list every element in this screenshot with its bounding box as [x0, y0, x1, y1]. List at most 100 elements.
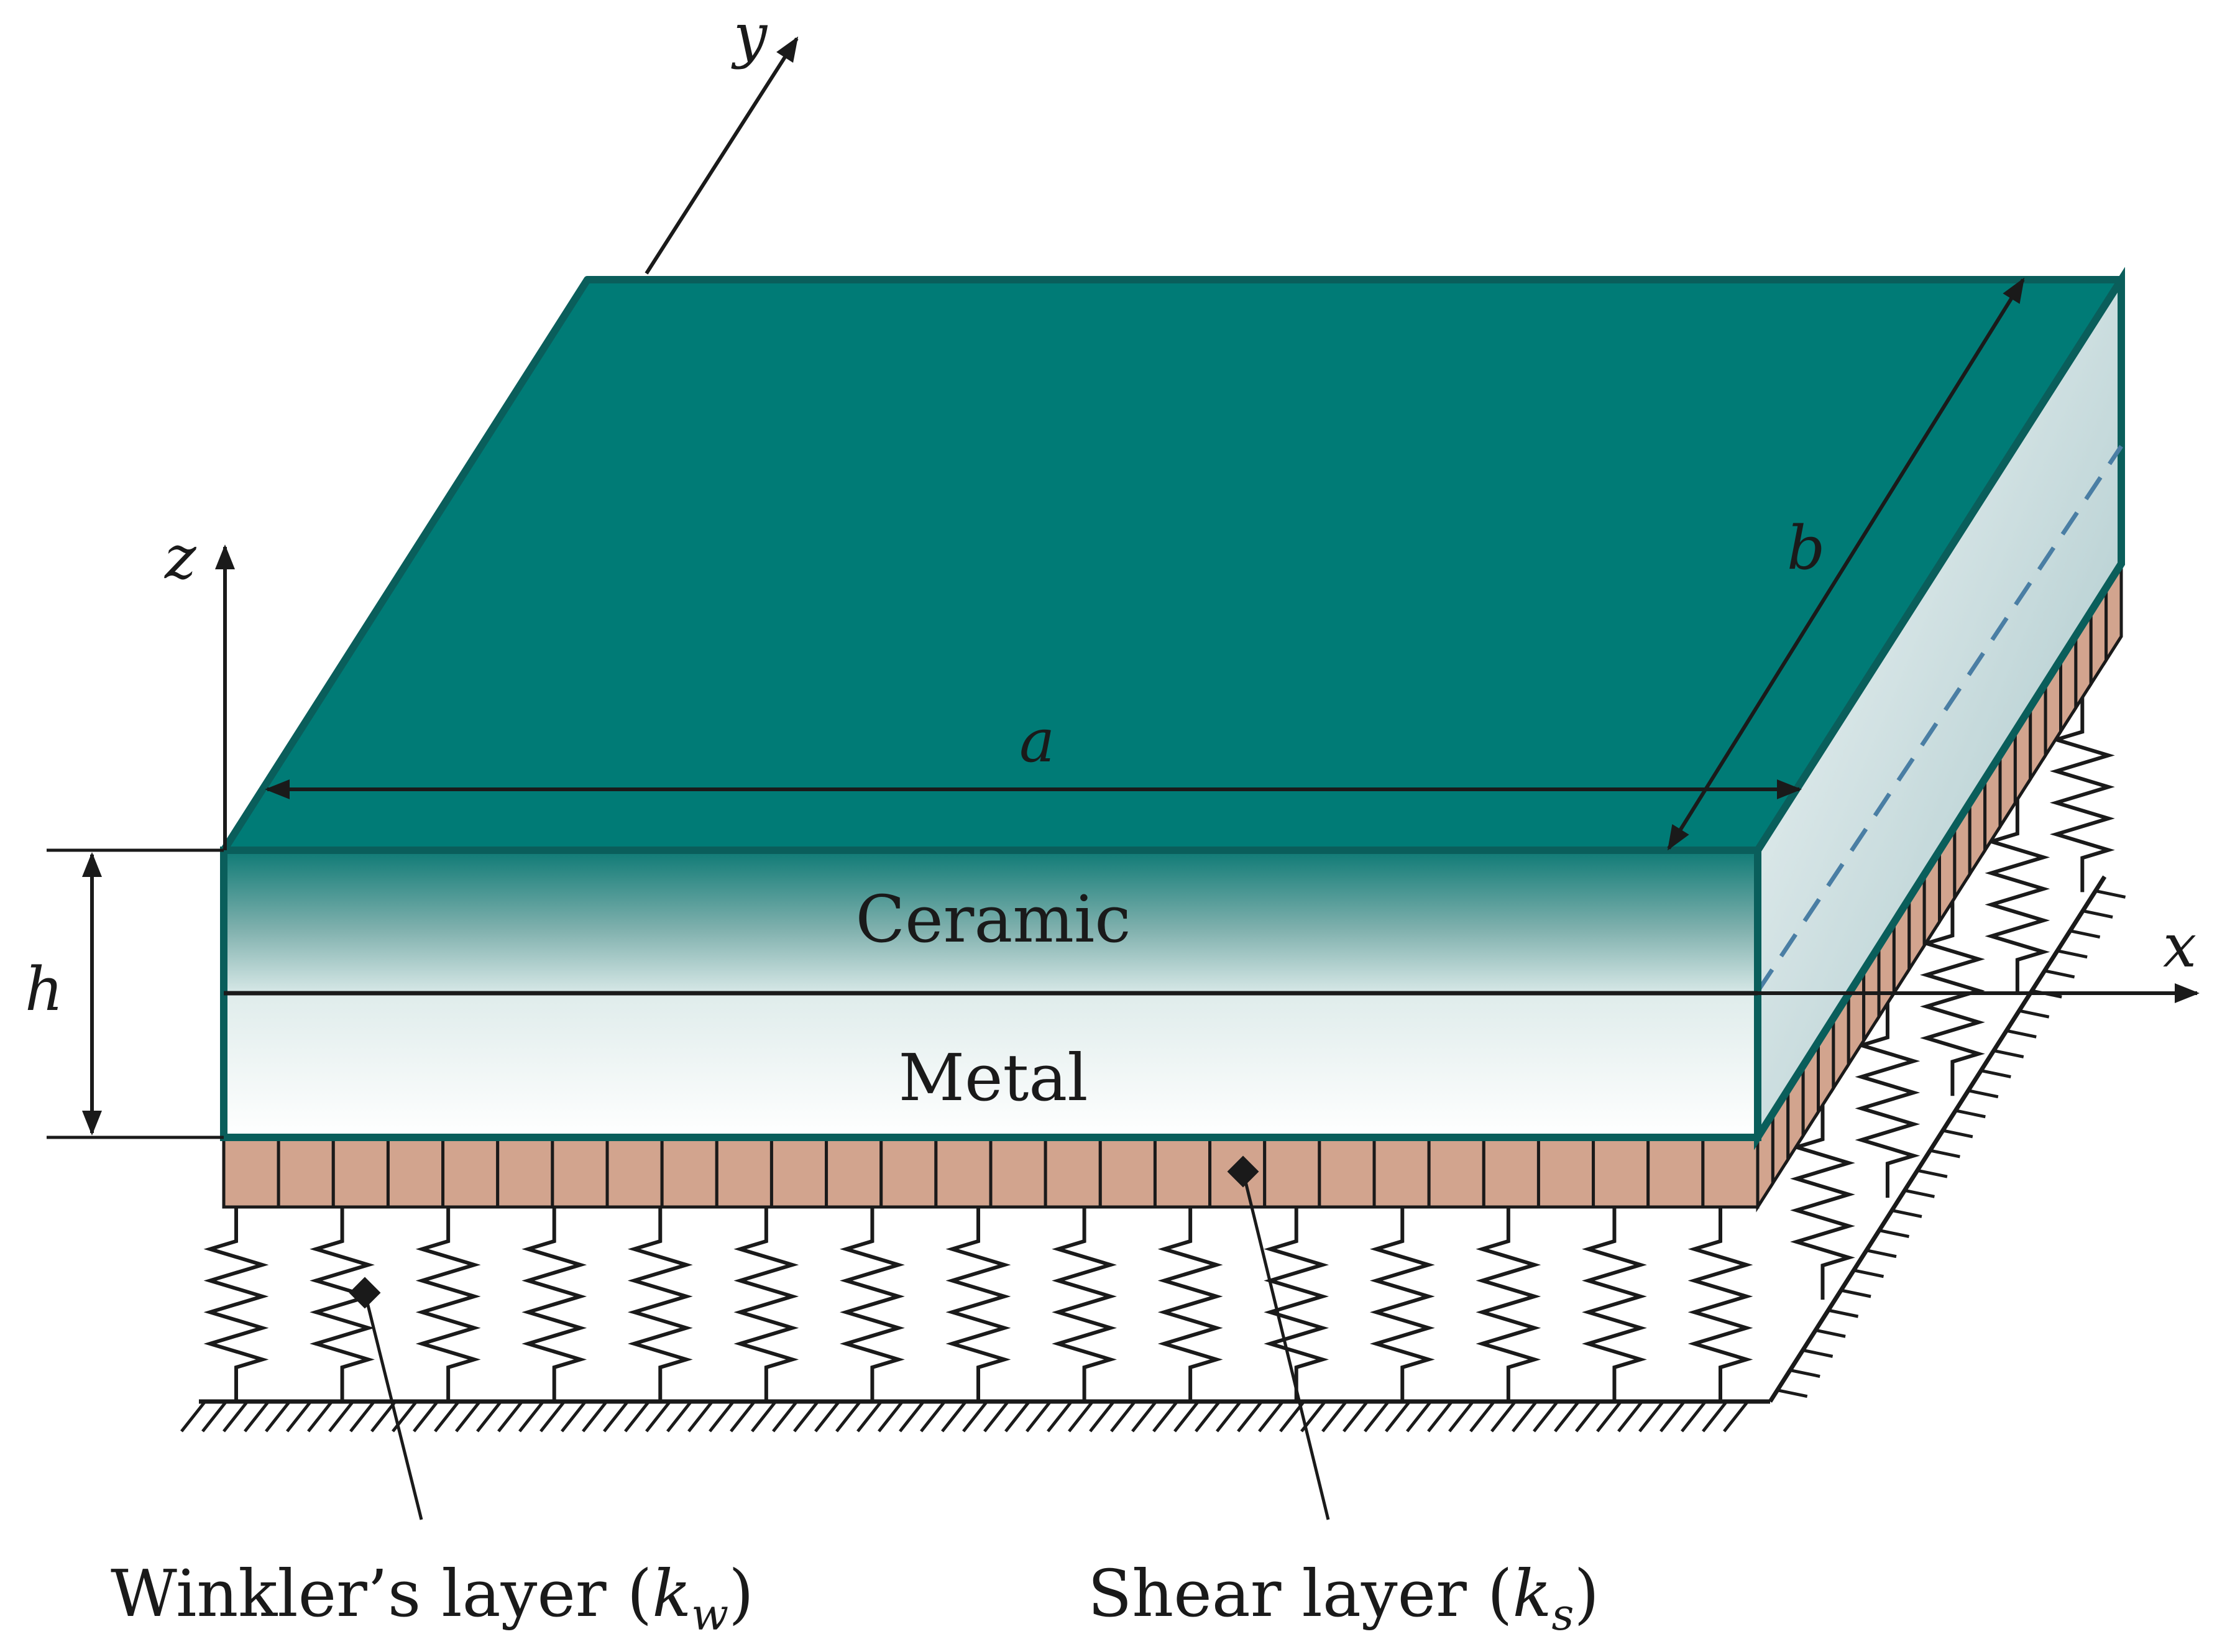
ground-hatch [1596, 1400, 1622, 1433]
ground-hatch [1131, 1400, 1157, 1433]
ground-hatch [709, 1400, 735, 1433]
winkler-side-spring [1855, 1003, 1921, 1198]
dimension-b-label: b [1787, 513, 1825, 583]
ceramic-layer [224, 850, 1758, 993]
ground-side-hatch [1789, 1369, 1820, 1378]
ground-hatch [1638, 1400, 1664, 1433]
shear-leader-marker [1227, 1155, 1259, 1188]
ground-hatch [1533, 1400, 1559, 1433]
ground-hatch [1216, 1400, 1242, 1433]
shear-caption-symbol: k [1512, 1556, 1551, 1631]
shear-layer-block [386, 1136, 445, 1209]
ground-hatch [1681, 1400, 1707, 1433]
ground-side-hatch [1866, 1249, 1897, 1259]
ground-hatch [687, 1400, 714, 1433]
ground-hatch [1469, 1400, 1495, 1433]
ground-hatch [1110, 1400, 1136, 1433]
ground-hatch [286, 1400, 312, 1433]
ground-hatch [1575, 1400, 1601, 1433]
plate-top-face [220, 276, 2125, 854]
ground-side-hatch [1968, 1089, 1999, 1099]
winkler-springs [203, 697, 2115, 1402]
ground-hatch [793, 1400, 819, 1433]
ground-side-hatch [1840, 1288, 1871, 1298]
ground-side-hatch [1802, 1348, 1834, 1358]
shear-layer-block [1263, 1136, 1321, 1209]
ground-hatch [476, 1400, 502, 1433]
y-axis-label: y [731, 1, 768, 70]
midplane-dashed-line [1756, 445, 2123, 993]
ground-side-hatch [1777, 1388, 1808, 1398]
shear-layer-block [277, 1136, 335, 1209]
ground-side-hatch [1993, 1049, 2024, 1058]
ground-hatch [962, 1400, 988, 1433]
ground-hatch [455, 1400, 481, 1433]
ground-hatch [624, 1400, 650, 1433]
ground-side-hatch [1917, 1168, 1948, 1178]
ground-hatch [1026, 1400, 1052, 1433]
winkler-spring [415, 1207, 481, 1402]
winkler-caption-subscript: w [691, 1589, 728, 1640]
ground-hatch [497, 1400, 523, 1433]
shear-layer-block [222, 1136, 280, 1209]
shear-layer-block [660, 1136, 718, 1209]
shear-layer-block [1153, 1136, 1212, 1209]
winkler-spring [310, 1207, 375, 1402]
ground-hatch [1089, 1400, 1115, 1433]
winkler-spring [1052, 1207, 1117, 1402]
shear-layer-block [825, 1136, 883, 1209]
shear-layer-block [605, 1136, 664, 1209]
shear-layer-block [1482, 1136, 1540, 1209]
shear-layer-block [1427, 1136, 1485, 1209]
ground-hatch [1427, 1400, 1453, 1433]
ground-side-hatch [2095, 889, 2126, 899]
winkler-spring [1687, 1207, 1753, 1402]
winkler-caption-close: ) [728, 1556, 754, 1631]
metal-label: Metal [898, 1040, 1088, 1116]
ground-hatch [751, 1400, 777, 1433]
ground-hatch [1702, 1400, 1728, 1433]
shear-layer-block [496, 1136, 554, 1209]
ground-hatch [983, 1400, 1009, 1433]
ceramic-label: Ceramic [856, 881, 1131, 957]
ground-side-hatch [1878, 1229, 1910, 1239]
shear-caption: Shear layer (ks) [1088, 1556, 1599, 1640]
ground-hatch [1364, 1400, 1390, 1433]
winkler-side-spring [1920, 901, 1985, 1096]
winkler-spring [627, 1207, 693, 1402]
ground-side-hatch [1828, 1308, 1859, 1318]
ground-hatch [1068, 1400, 1094, 1433]
shear-layer-block [1536, 1136, 1595, 1209]
ground-hatch [1173, 1400, 1200, 1433]
ground-side-hatch [2044, 969, 2075, 979]
ground-side-line [1768, 875, 2107, 1403]
x-axis-label: x [2163, 911, 2196, 981]
shear-layer-block [1372, 1136, 1431, 1209]
ground-hatch [603, 1400, 629, 1433]
shear-layer-block [1044, 1136, 1102, 1209]
shear-layer-block [1646, 1136, 1705, 1209]
ground-side-hatch [2082, 909, 2113, 919]
ground-hatch [941, 1400, 967, 1433]
ground-hatch [370, 1400, 397, 1433]
shear-layer-block [1318, 1136, 1376, 1209]
ground-hatch [772, 1400, 798, 1433]
dimension-h-label: h [25, 955, 63, 1024]
ground-hatch [1723, 1400, 1749, 1433]
ground-hatch [307, 1400, 333, 1433]
ground-hatch [1512, 1400, 1538, 1433]
ground-side-hatch [1904, 1188, 1935, 1198]
ground-hatch [1617, 1400, 1643, 1433]
ground-side-hatch [1942, 1129, 1973, 1139]
ground-hatch [856, 1400, 883, 1433]
ground-side-hatch [1929, 1149, 1960, 1159]
ground-hatch [835, 1400, 861, 1433]
ground-hatch [1343, 1400, 1369, 1433]
winkler-spring [733, 1207, 799, 1402]
ground-hatch [539, 1400, 566, 1433]
ground-hatch [920, 1400, 946, 1433]
ground-hatch [1004, 1400, 1030, 1433]
ground-hatch [561, 1400, 587, 1433]
